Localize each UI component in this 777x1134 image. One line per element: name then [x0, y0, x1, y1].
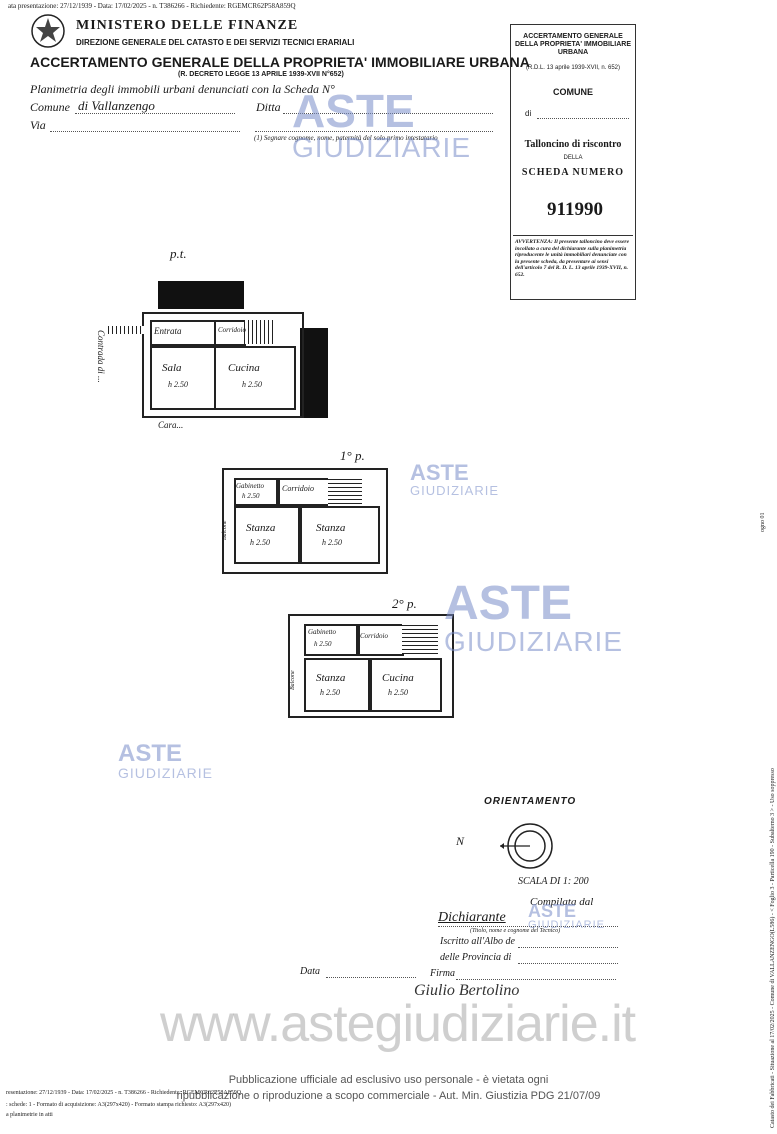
data-label: Data — [300, 966, 320, 977]
compilata-caption: (Titolo, nome e cognome del Tecnico) — [470, 928, 561, 934]
orientation-label: ORIENTAMENTO — [484, 796, 577, 807]
top-meta: ata presentazione: 27/12/1939 - Data: 17… — [8, 2, 296, 10]
signature: Giulio Bertolino — [414, 982, 520, 999]
watermark-aste: ASTE GIUDIZIARIE — [528, 901, 606, 931]
receipt-number: 911990 — [547, 199, 603, 220]
emblem-icon — [28, 12, 68, 50]
direction-name: DIREZIONE GENERALE DEL CATASTO E DEI SER… — [76, 38, 355, 47]
street-side-label: Contrada di ... — [96, 330, 106, 383]
compilata-label: Compilata dal — [530, 896, 594, 908]
ministry-name: MINISTERO DELLE FINANZE — [76, 18, 299, 33]
publication-line-1: Pubblicazione ufficiale ad esclusivo uso… — [228, 1074, 549, 1086]
floor-label-2p: 2° p. — [392, 596, 417, 611]
firma-label: Firma — [430, 968, 455, 979]
receipt-comune: COMUNE — [553, 87, 593, 97]
floor-plan-pt: Entrata Corridoio Sala h 2.50 Cucina h 2… — [142, 312, 304, 418]
compass-icon — [500, 816, 560, 876]
footer-meta-2: : schede: 1 - Formato di acquisizione: A… — [6, 1102, 231, 1108]
receipt-scheda: SCHEDA NUMERO — [521, 167, 625, 178]
floor-label-pt: p.t. — [170, 246, 187, 261]
receipt-title: ACCERTAMENTO GENERALE DELLA PROPRIETA' I… — [515, 33, 631, 57]
watermark-aste: ASTE GIUDIZIARIE — [444, 577, 624, 657]
albo-label: Iscritto all'Albo de — [440, 936, 515, 947]
receipt-di: di — [525, 109, 532, 118]
floor-plan-2p: Gabinetto h 2.50 Corridoio Stanza h 2.50… — [288, 614, 454, 718]
floor-label-1p: 1° p. — [340, 448, 365, 463]
provincia-label: delle Provincia di — [440, 952, 512, 963]
receipt-tagliando: Talloncino di riscontro — [524, 139, 622, 150]
decree: (R. DECRETO LEGGE 13 APRILE 1939-XVII N°… — [178, 71, 344, 78]
watermark-aste: ASTE GIUDIZIARIE — [118, 740, 214, 781]
watermark-url: www.astegiudiziarie.it — [160, 995, 636, 1053]
receipt-stub: ACCERTAMENTO GENERALE DELLA PROPRIETA' I… — [510, 24, 636, 300]
footer-meta-1: resentazione: 27/12/1939 - Data: 17/02/2… — [6, 1090, 242, 1096]
publication-line-2: ripubblicazione o riproduzione a scopo c… — [176, 1090, 601, 1102]
scale-label: SCALA DI 1: 200 — [518, 876, 589, 887]
comune-value: di Vallanzengo — [78, 98, 155, 113]
side-meta: Catasto dei Fabbricati - Situazione al 1… — [770, 768, 776, 1128]
redaction-block — [158, 281, 244, 309]
north-label: N — [456, 834, 465, 848]
floor-plan-1p: Gabinetto h 2.50 Corridoio Stanza h 2.50… — [222, 468, 388, 574]
receipt-della: DELLA — [563, 155, 583, 161]
compilata-value: Dichiarante — [438, 910, 506, 925]
redaction-block — [300, 328, 328, 418]
planimetry-caption: Planimetria degli immobili urbani denunc… — [30, 82, 335, 96]
street-bottom-label: Cara... — [158, 420, 184, 430]
side-page: ogno 01 — [760, 512, 766, 533]
via-label: Via — [30, 118, 46, 132]
form-title: ACCERTAMENTO GENERALE DELLA PROPRIETA' I… — [30, 54, 530, 70]
receipt-avvertenza: AVVERTENZA: Il presente talloncino deve … — [515, 239, 630, 278]
receipt-decree: (R.D.L. 13 aprile 1939-XVII, n. 652) — [525, 65, 621, 71]
watermark-aste: ASTE GIUDIZIARIE — [410, 460, 500, 498]
ditta-label: Ditta — [256, 100, 281, 114]
watermark-aste: ASTE GIUDIZIARIE — [292, 85, 472, 163]
footer-meta-3: a planimetrie in atti — [6, 1112, 53, 1118]
comune-label: Comune — [30, 100, 70, 114]
header-note: (1) Segnare cognome, nome, paternità del… — [254, 134, 438, 142]
